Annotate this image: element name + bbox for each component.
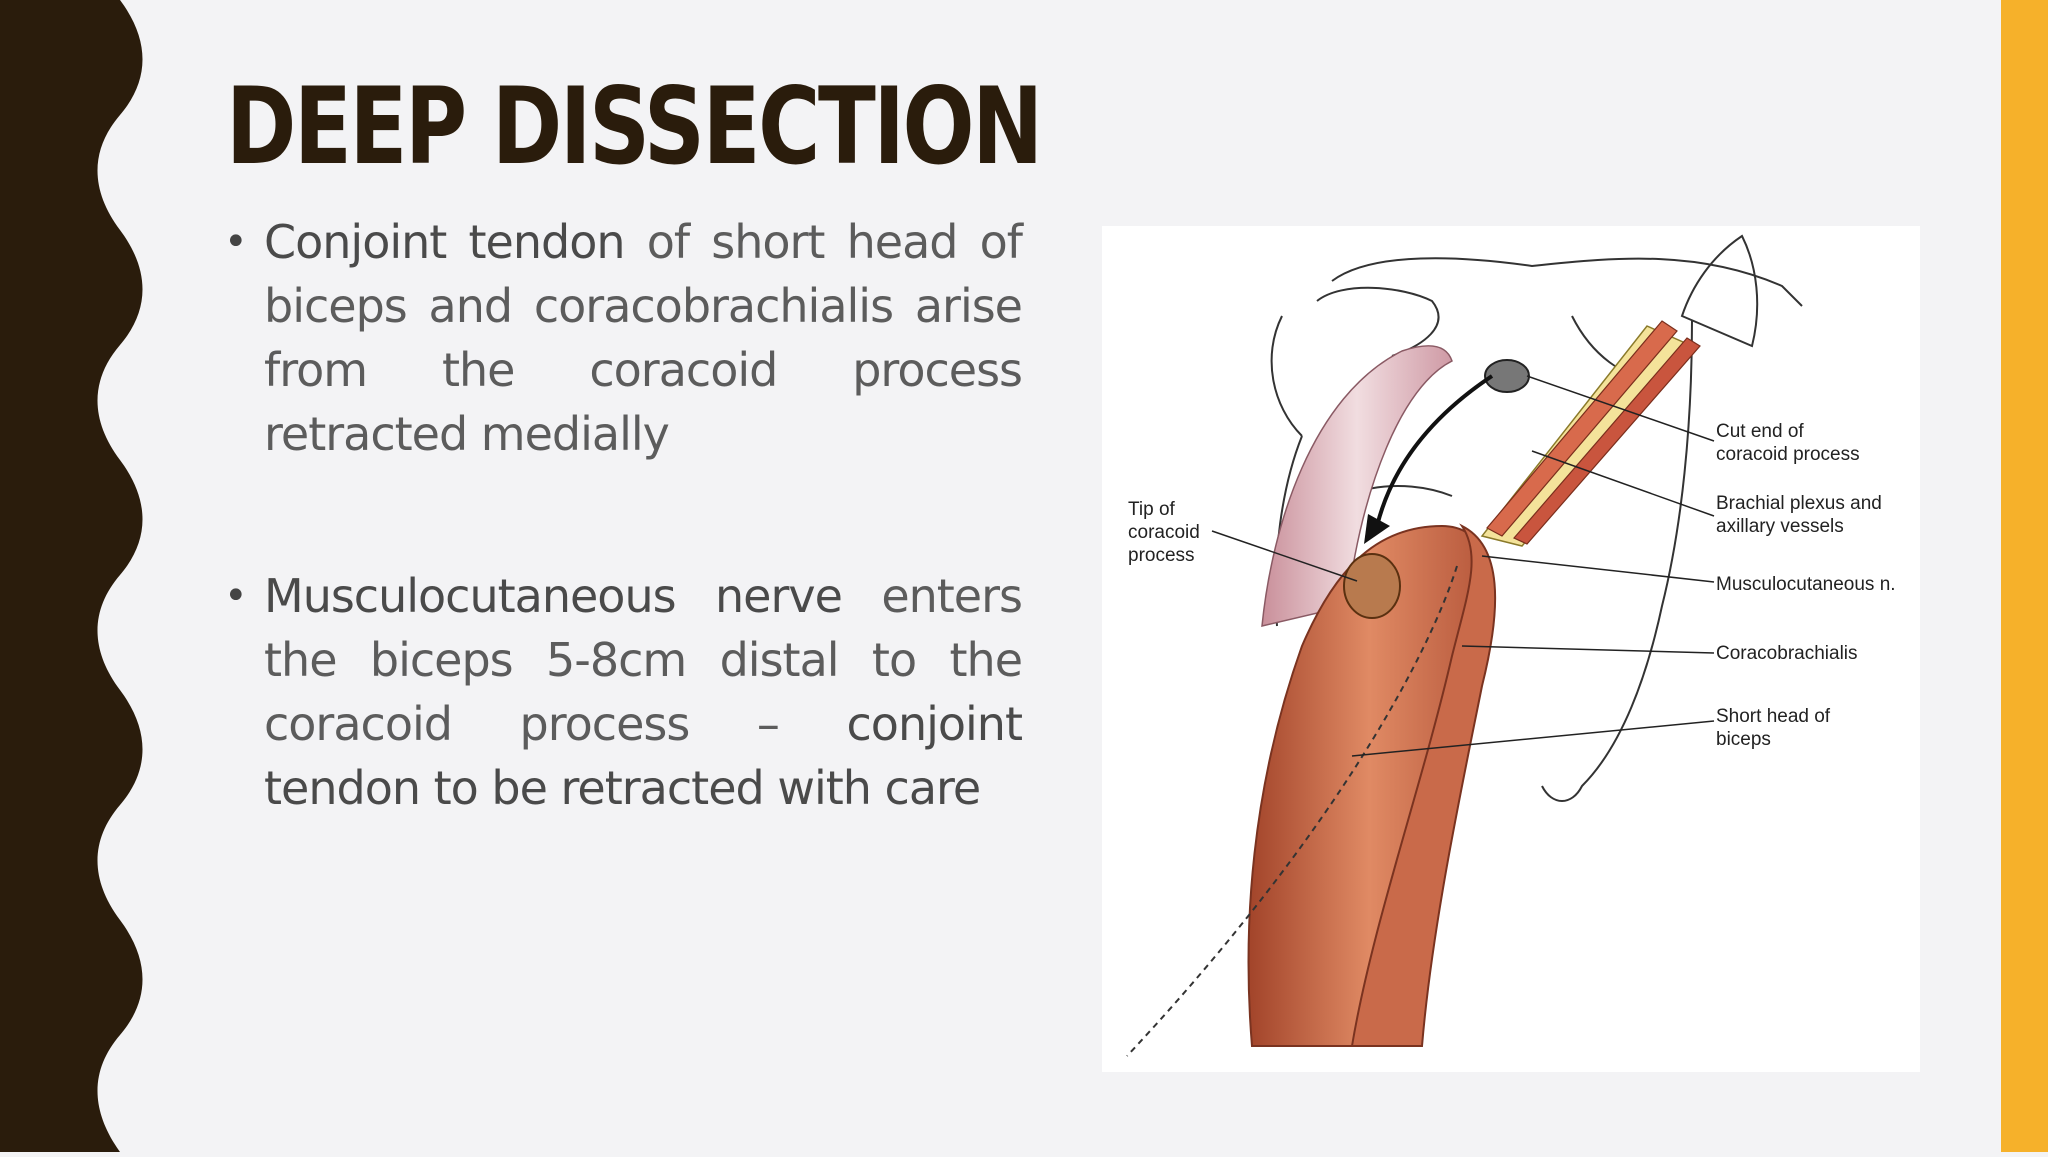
retraction-arrow: [1375, 374, 1494, 527]
bullet-text: enters the biceps 5-8cm distal to the co…: [264, 569, 1023, 751]
bullet-musculocutaneous-nerve: • Musculocutaneous nerve enters the bice…: [222, 564, 1023, 820]
wavy-band-shape: [0, 0, 143, 1152]
bullet-text: of short head of biceps and coracobrachi…: [264, 215, 1023, 461]
anatomy-illustration: Tip of coracoid process Cut end of corac…: [1102, 226, 1920, 1072]
shoulder-dissection-drawing: Tip of coracoid process Cut end of corac…: [1126, 234, 1896, 1057]
plexus-vessels: [1480, 320, 1701, 547]
bullet-term: Conjoint tendon: [264, 215, 625, 269]
label-cut-end-coracoid: Cut end of coracoid process: [1716, 421, 1860, 465]
bullet-conjoint-tendon: • Conjoint tendon of short head of bicep…: [222, 210, 1023, 466]
arrow-head-icon: [1364, 514, 1390, 544]
slide-title: DEEP DISSECTION: [226, 65, 1043, 188]
bone-outline: [1270, 234, 1803, 802]
bullet-emphasis: conjoint tendon to be retracted with car…: [264, 697, 1023, 815]
label-brachial-plexus: Brachial plexus and axillary vessels: [1716, 493, 1887, 537]
conjoint-tendon: [1261, 345, 1453, 627]
label-musculocutaneous: Musculocutaneous n.: [1716, 574, 1896, 595]
bullet-term: Musculocutaneous nerve: [264, 569, 843, 623]
leader-lines: [1211, 375, 1715, 757]
bullet-list: • Conjoint tendon of short head of bicep…: [222, 210, 1023, 820]
label-tip-of-coracoid: Tip of coracoid process: [1128, 499, 1205, 566]
coracoid-tip: [1343, 553, 1401, 619]
bullet-dot-icon: •: [224, 219, 248, 265]
bullet-dot-icon: •: [224, 573, 248, 619]
left-decorative-band: [0, 0, 150, 1152]
label-short-head-biceps: Short head of biceps: [1716, 706, 1835, 750]
right-accent-band: [2001, 0, 2048, 1152]
label-coracobrachialis: Coracobrachialis: [1716, 643, 1858, 664]
coracobrachialis-muscle: [1350, 523, 1497, 1047]
